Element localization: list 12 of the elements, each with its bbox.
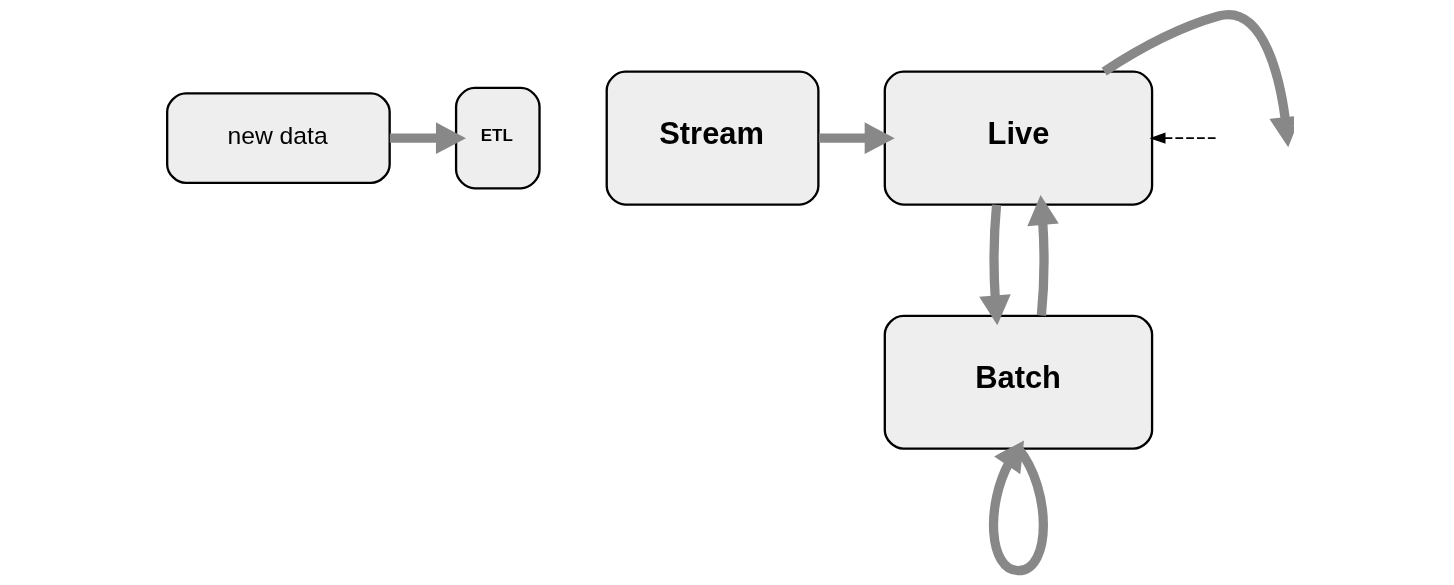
arrow xyxy=(1148,132,1219,144)
arrow xyxy=(389,122,466,154)
node-box: Live xyxy=(883,70,1153,206)
arrow xyxy=(978,204,1011,326)
node-box: ETL xyxy=(454,86,541,190)
node-box: Stream xyxy=(605,70,820,206)
arrow xyxy=(1026,194,1059,316)
arrow xyxy=(818,122,895,154)
arrow xyxy=(1101,10,1294,148)
arrow xyxy=(988,440,1048,576)
node-box: new data xyxy=(165,92,391,185)
node-box: Batch xyxy=(883,314,1153,450)
